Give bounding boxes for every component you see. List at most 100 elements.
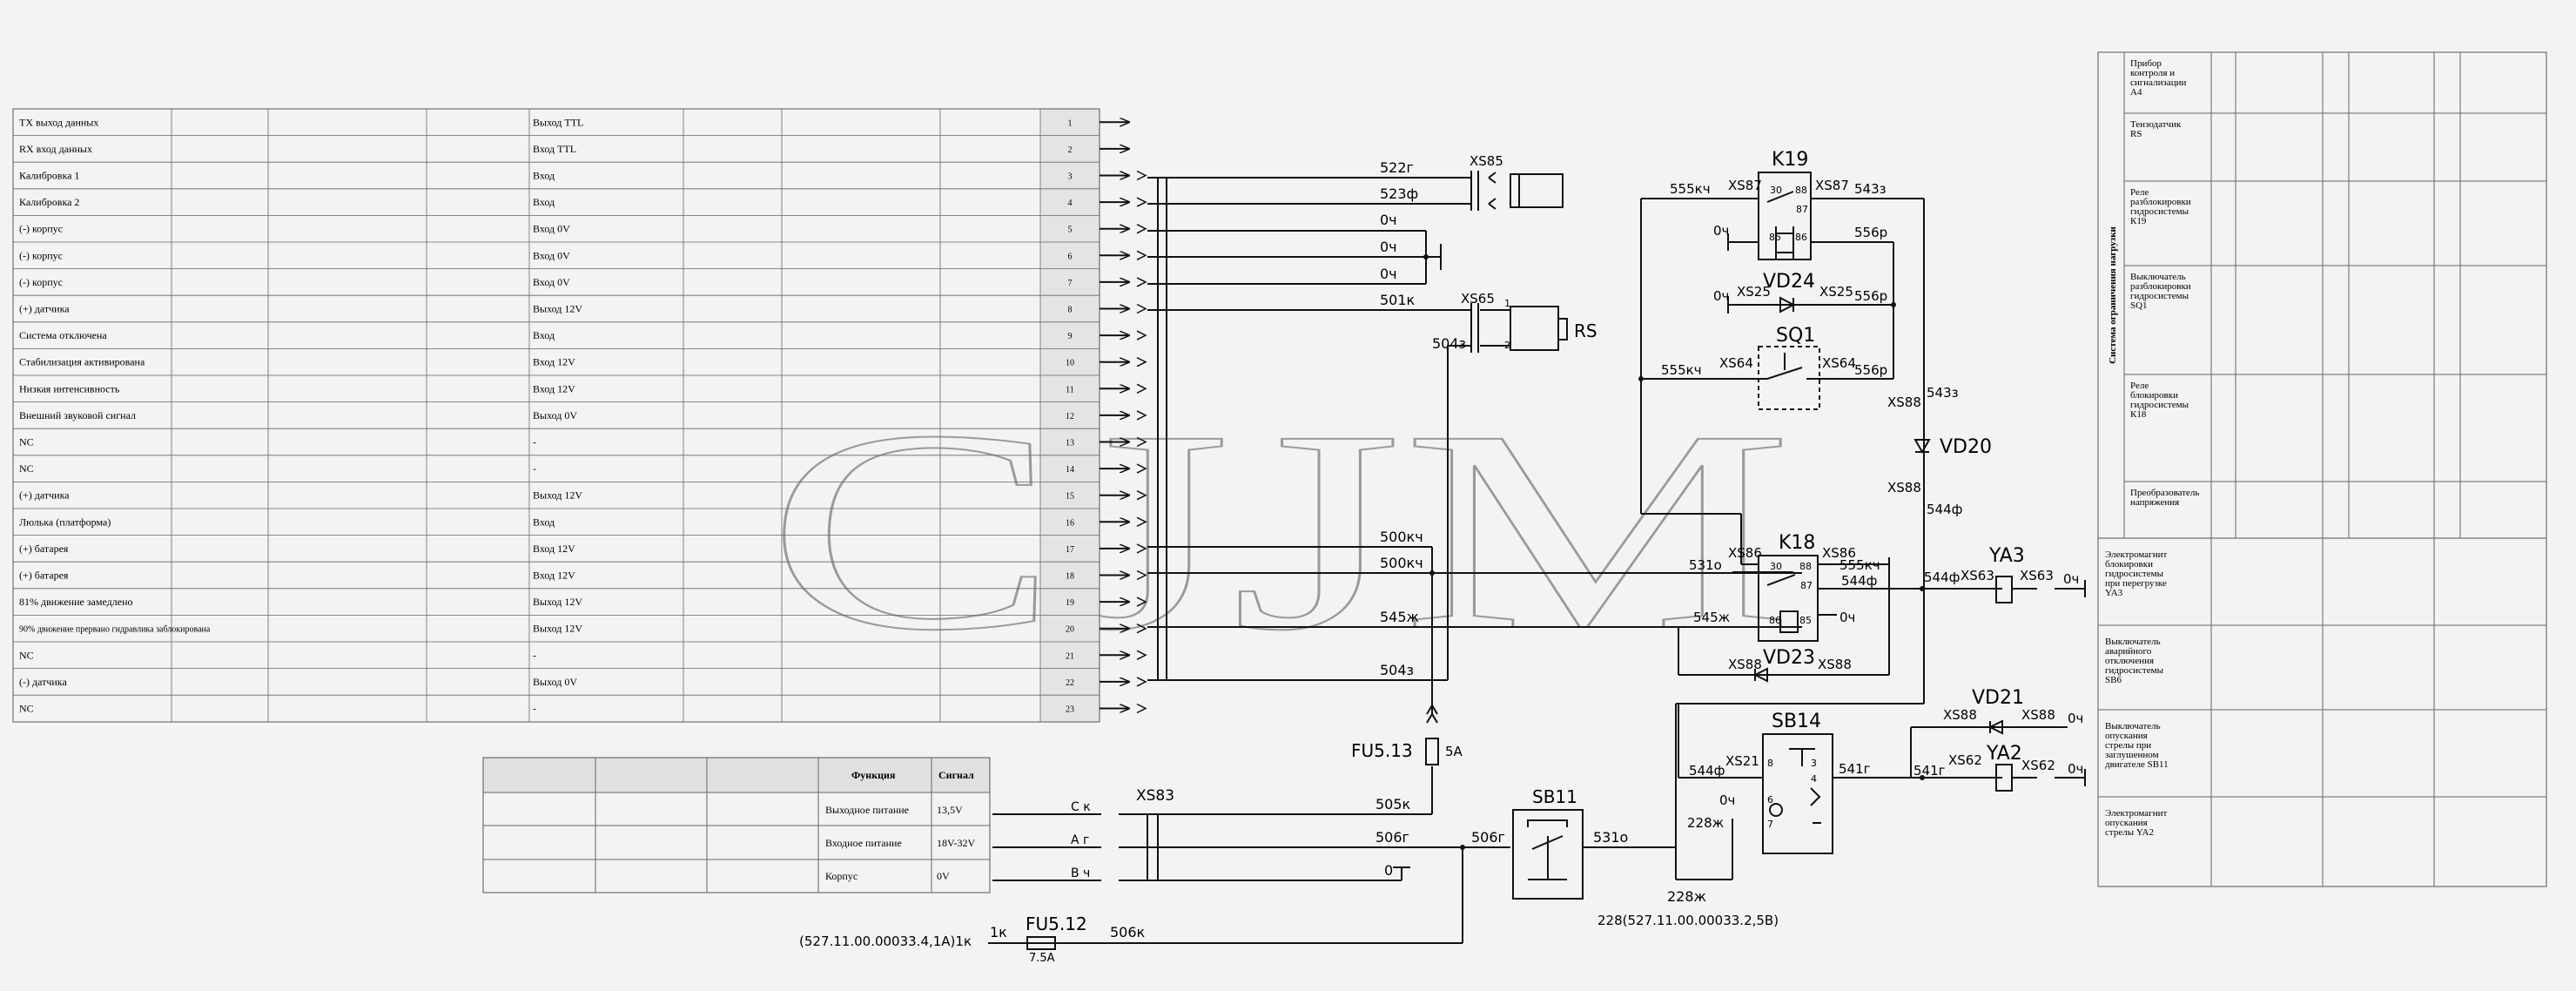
pin-row-name: (-) корпус [19, 276, 63, 288]
w541g-1: 541г [1839, 761, 1871, 777]
svg-text:86: 86 [1769, 615, 1781, 626]
pin-row-name: (-) корпус [19, 249, 63, 261]
svg-text:30: 30 [1770, 185, 1782, 196]
pin-row-name: (-) датчика [19, 676, 67, 688]
func-row-1-function: Выходное питание [825, 804, 909, 816]
pin-number: 11 [1066, 385, 1074, 394]
pin-row-signal: Вход [533, 170, 555, 182]
pin-row-signal: Вход TTL [533, 143, 576, 155]
func-row-2-function: Входное питание [825, 837, 902, 849]
svg-text:88: 88 [1795, 185, 1807, 196]
w504z-1: 504з [1432, 335, 1466, 352]
pin-row-signal: Выход TTL [533, 116, 583, 128]
bus-wiring [988, 177, 1924, 944]
pin-connector-mark [1136, 677, 1147, 687]
vd21-diode [1987, 719, 2003, 735]
w555kch-3: 555кч [1840, 557, 1880, 573]
fu512-rating: 7.5A [1029, 952, 1055, 965]
ya2-solenoid [1995, 764, 2086, 792]
vd20-diode [1914, 439, 1931, 455]
w544f-3: 544ф [1924, 570, 1960, 585]
function-table: Функция Сигнал Выходное питание 13,5V Вх… [482, 757, 991, 893]
pin-number: 12 [1066, 412, 1074, 421]
pin-connector-mark [1136, 463, 1147, 474]
pin-number: 8 [1068, 306, 1073, 315]
sb14-label: SB14 [1772, 711, 1821, 732]
pin-number: 6 [1068, 252, 1073, 261]
w0-label: 0 [1384, 862, 1393, 879]
w0ch-vd24: 0ч [1713, 288, 1729, 304]
pin-row-signal: - [533, 462, 536, 475]
w0ch-k19: 0ч [1713, 223, 1729, 239]
w228zh-2: 228ж [1667, 888, 1706, 905]
pin-row-name: Низкая интенсивность [19, 382, 120, 394]
rs-label: RS [1574, 320, 1597, 341]
ref-1k: (527.11.00.00033.4,1А)1к [799, 934, 972, 949]
w0ch-2: 0ч [1380, 239, 1397, 255]
pin-row-name: NC [19, 649, 34, 661]
func-row-2-signal: 18V-32V [937, 837, 976, 849]
w500kch-2: 500кч [1380, 555, 1423, 571]
pin-row-name: (+) батарея [19, 543, 69, 555]
w0ch-1: 0ч [1380, 212, 1397, 228]
pin-number: 21 [1066, 651, 1074, 661]
pin-connector-mark [1136, 330, 1147, 340]
xs65-label: XS65 [1461, 291, 1495, 307]
w543z-2: 543з [1927, 385, 1959, 401]
k18-label: K18 [1779, 532, 1815, 554]
svg-text:87: 87 [1796, 204, 1808, 215]
xs83-label: XS83 [1136, 787, 1174, 805]
pin-connector-mark [1136, 516, 1147, 527]
svg-text:6: 6 [1767, 794, 1773, 806]
w544f-4: 544ф [1689, 763, 1725, 779]
pin-connector-mark [1136, 197, 1147, 207]
w522g: 522г [1380, 159, 1414, 176]
pin-row-name: (+) батарея [19, 570, 69, 582]
fuse-fu513 [1425, 704, 1439, 765]
pin-row-signal: Выход 12V [533, 303, 582, 315]
sb14-switch [1678, 704, 2068, 854]
pin-row-name: Калибровка 1 [19, 170, 79, 182]
ref-228: 228(527.11.00.00033.2,5В) [1597, 913, 1779, 928]
ya3-label: YA3 [1988, 545, 2025, 567]
pin-connector-mark [1136, 250, 1147, 260]
xs88-label-e: XS88 [1943, 707, 1977, 723]
pin-row-name: NC [19, 436, 34, 448]
w555kch-1: 555кч [1670, 181, 1711, 197]
xs25-label-b: XS25 [1819, 284, 1853, 300]
xs87-label-a: XS87 [1728, 178, 1762, 193]
xs85-label: XS85 [1470, 153, 1503, 169]
w0ch-k18: 0ч [1840, 610, 1855, 625]
xs63-label-b: XS63 [2020, 568, 2054, 583]
pin-row-signal: Вход [533, 329, 555, 341]
pin-connector-mark [1136, 303, 1147, 314]
ya2-label: YA2 [1986, 743, 2022, 765]
pin-number: 10 [1066, 359, 1074, 368]
pin-number: 2 [1068, 145, 1073, 155]
w0ch-ya3: 0ч [2063, 571, 2079, 587]
k18-relay [1640, 453, 2002, 676]
pin-number: 13 [1066, 439, 1074, 448]
w523f: 523ф [1380, 185, 1418, 202]
xs88-label-b: XS88 [1887, 480, 1921, 496]
pin-connector-mark [1136, 490, 1147, 501]
xs62-label-b: XS62 [2021, 758, 2055, 773]
watermark: CJJM [766, 372, 1793, 690]
pin-row-signal: Вход 12V [533, 543, 575, 555]
xs88-label-d: XS88 [1818, 657, 1852, 672]
vd23-diode [1752, 667, 1768, 683]
pin-row-signal: Вход 12V [533, 570, 575, 582]
pin-number: 4 [1068, 199, 1073, 208]
pin-number: 17 [1066, 545, 1074, 555]
pin-row-signal: - [533, 649, 536, 661]
svg-text:8: 8 [1767, 758, 1773, 769]
w0ch-3: 0ч [1380, 266, 1397, 282]
w556r-3: 556р [1854, 362, 1887, 378]
sq1-label: SQ1 [1776, 325, 1815, 347]
